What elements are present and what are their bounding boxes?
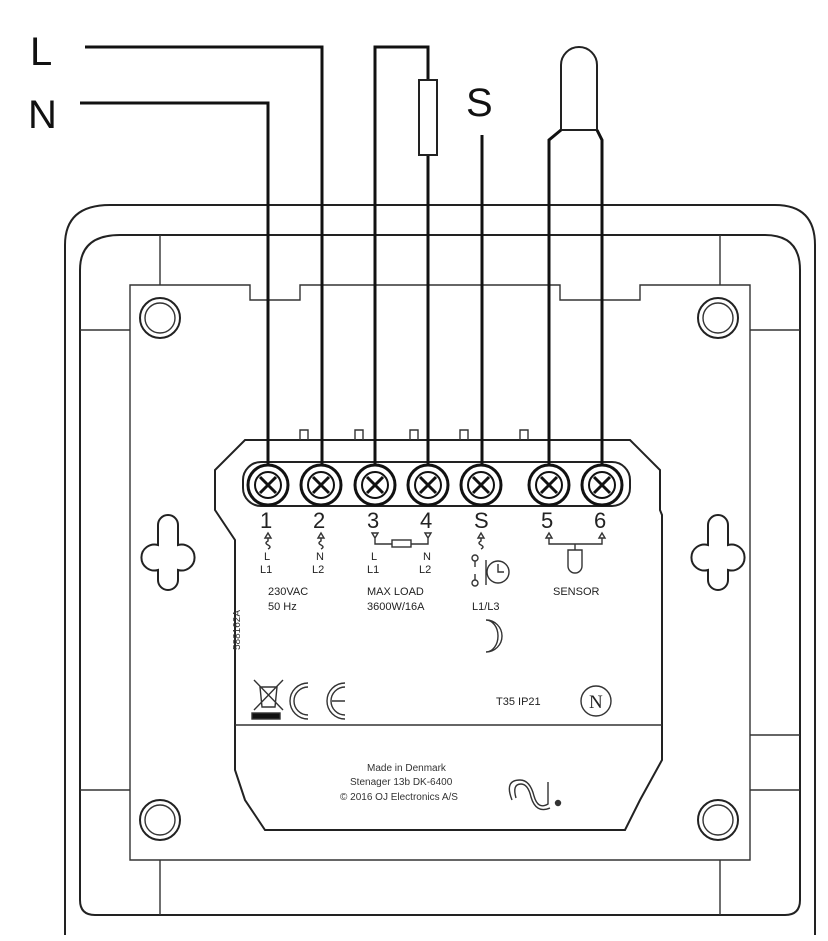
terminal-2-label: 2 xyxy=(313,508,325,533)
terminal-2-sub1: N xyxy=(316,551,324,563)
terminal-screw-6 xyxy=(580,463,624,507)
terminal-3-sub1: L xyxy=(371,551,377,563)
part-number: 588162A xyxy=(232,610,243,650)
terminal-1-label: 1 xyxy=(260,508,272,533)
terminal-4-label: 4 xyxy=(420,508,432,533)
terminal-tabs xyxy=(299,429,529,440)
terminal-block xyxy=(242,461,631,507)
terminal-screw-2 xyxy=(299,463,343,507)
terminal-5-label: 5 xyxy=(541,508,553,533)
copyright: © 2016 OJ Electronics A/S xyxy=(340,792,458,803)
terminal-screw-5 xyxy=(527,463,571,507)
frame-ribs xyxy=(80,235,800,915)
terminal-S-label: S xyxy=(474,508,489,533)
outer-frame xyxy=(64,204,816,935)
n-mark-circle xyxy=(580,685,612,717)
address: Stenager 13b DK-6400 xyxy=(350,777,453,788)
terminal-3-sub2: L1 xyxy=(367,564,379,576)
wire-N xyxy=(80,101,270,485)
sensor-label: SENSOR xyxy=(553,586,600,598)
back-plate xyxy=(129,284,751,861)
wire-label-L: L xyxy=(30,30,52,74)
weee-icon xyxy=(251,679,284,720)
terminal-3-label: 3 xyxy=(367,508,379,533)
terminal-6-label: 6 xyxy=(594,508,606,533)
s-terminal-label: L1/L3 xyxy=(472,601,500,613)
mounting-holes xyxy=(139,297,739,841)
floor-sensor-probe xyxy=(547,46,604,485)
oj-logo xyxy=(508,779,562,811)
wire-load xyxy=(373,45,430,485)
wire-label-S: S xyxy=(466,81,493,125)
supply-voltage: 230VAC xyxy=(268,586,308,598)
terminal-4-sub1: N xyxy=(423,551,431,563)
terminal-screw-S xyxy=(459,463,503,507)
heating-load-resistor xyxy=(418,79,438,156)
terminal-screw-4 xyxy=(406,463,450,507)
terminal-1-sub1: L xyxy=(264,551,270,563)
terminal-2-sub2: L2 xyxy=(312,564,324,576)
terminal-symbols xyxy=(263,531,607,653)
n-mark: N xyxy=(589,692,603,713)
keyhole-slots xyxy=(140,514,746,591)
made-in: Made in Denmark xyxy=(367,763,447,774)
terminal-screw-1 xyxy=(246,463,290,507)
rating-label: T35 IP21 xyxy=(496,696,541,708)
terminal-1-sub2: L1 xyxy=(260,564,272,576)
terminal-screws xyxy=(246,463,624,507)
ce-mark-icon xyxy=(289,682,346,720)
inner-frame xyxy=(79,234,801,916)
terminal-4-sub2: L2 xyxy=(419,564,431,576)
max-load-label: MAX LOAD xyxy=(367,586,424,598)
terminal-module xyxy=(214,439,663,831)
wire-L xyxy=(85,45,324,485)
terminal-screw-3 xyxy=(353,463,397,507)
max-load-value: 3600W/16A xyxy=(367,601,425,613)
supply-frequency: 50 Hz xyxy=(268,601,297,613)
wire-label-N: N xyxy=(28,93,57,137)
